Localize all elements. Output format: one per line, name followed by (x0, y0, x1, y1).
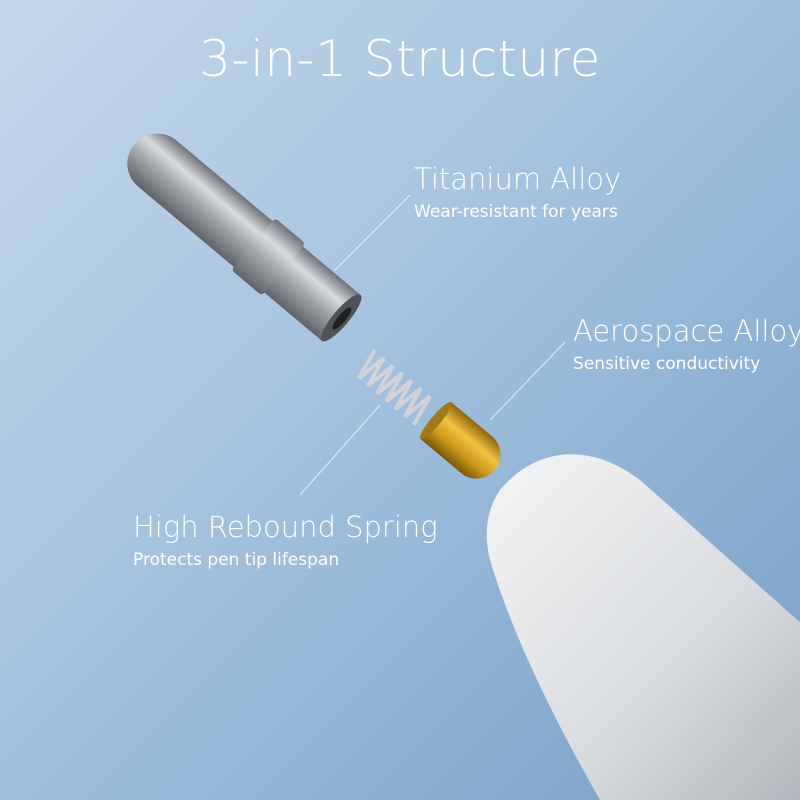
spring-heading: High Rebound Spring (133, 510, 438, 544)
leader-lines (299, 194, 566, 496)
aerospace-sub: Sensitive conductivity (573, 354, 761, 374)
spring-sub: Protects pen tip lifespan (133, 550, 340, 570)
titanium-label: Titanium Alloy Wear-resistant for years (414, 162, 621, 222)
aerospace-label: Aerospace Alloy Sensitive conductivity (573, 314, 800, 374)
gold-tip (419, 401, 501, 479)
spring (356, 349, 432, 426)
titanium-sub: Wear-resistant for years (414, 202, 618, 222)
spring-label: High Rebound Spring Protects pen tip lif… (133, 510, 438, 570)
pen-tip (486, 454, 800, 800)
titanium-heading: Titanium Alloy (414, 162, 622, 196)
page-title: 3-in-1 Structure (199, 30, 601, 88)
aerospace-heading: Aerospace Alloy (573, 314, 800, 348)
titanium-tip (127, 133, 362, 342)
